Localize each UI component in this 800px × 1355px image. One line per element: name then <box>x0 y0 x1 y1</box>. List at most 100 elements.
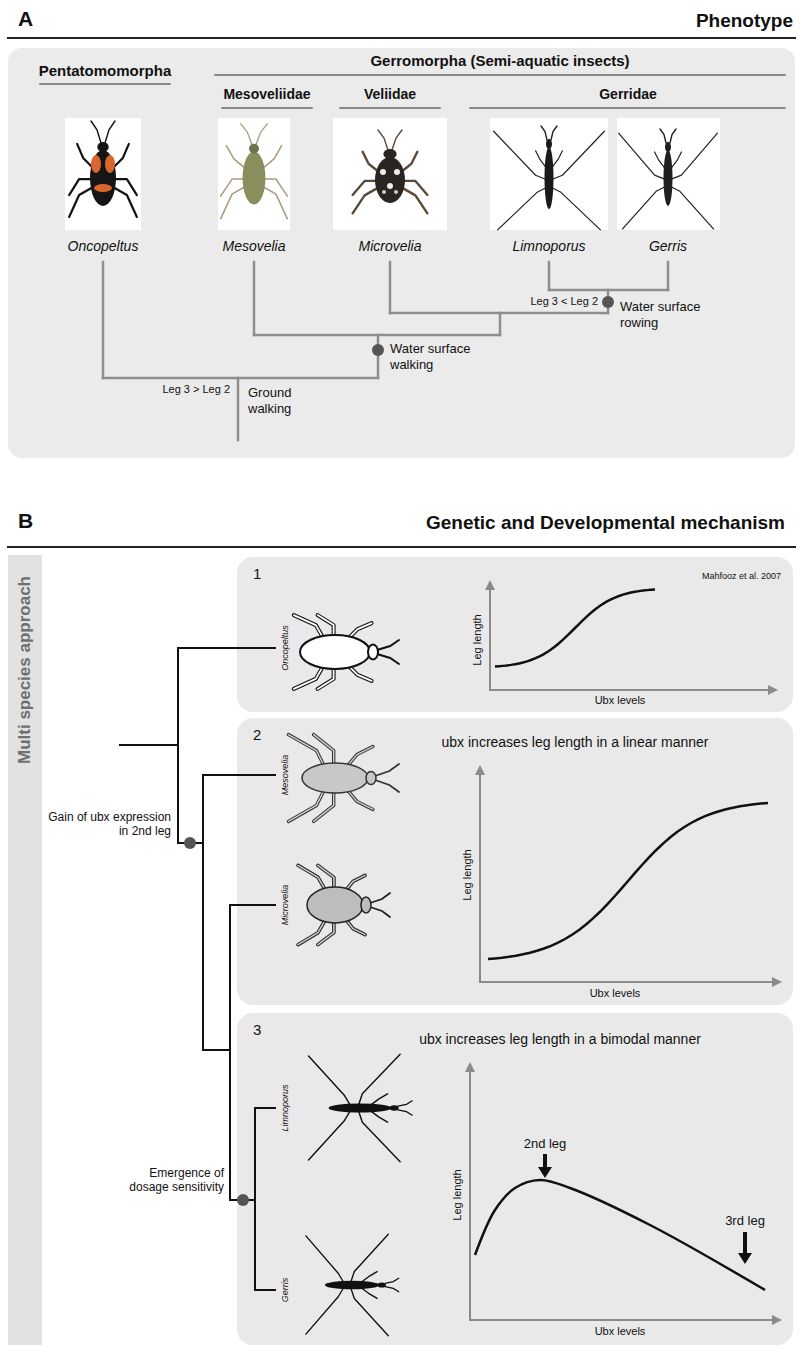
insect-leg <box>263 187 288 219</box>
insect-figure <box>353 130 428 213</box>
panel-heading: Phenotype <box>696 10 793 33</box>
family-name: Mesoveliidae <box>223 86 310 103</box>
insect-leg <box>288 735 324 767</box>
tree-branch <box>229 905 231 1200</box>
family-name: Gerridae <box>599 86 657 103</box>
graph-axis <box>469 1071 471 1320</box>
axis-arrowhead <box>465 1062 475 1072</box>
species-panel: 3ubx increases leg length in a bimodal m… <box>237 1013 793 1345</box>
response-curve <box>475 1180 765 1290</box>
panel-note: ubx increases leg length in a linear man… <box>442 734 709 751</box>
insect-head <box>361 897 371 913</box>
insect-leg <box>348 623 372 639</box>
insect-marking <box>105 155 115 173</box>
insect-figure <box>494 126 605 230</box>
clade-bracket <box>470 107 785 109</box>
insect-marking <box>94 184 112 192</box>
insect-leg <box>655 152 665 168</box>
insect-leg <box>309 1056 350 1105</box>
insect-antenna <box>670 129 676 143</box>
insect-leg <box>347 789 373 809</box>
panel-letter: B <box>18 508 33 533</box>
tree-branch <box>120 744 178 746</box>
photo-frame <box>218 118 290 230</box>
insect-body <box>307 887 363 923</box>
insect-marking <box>382 190 386 194</box>
insect-antenna <box>541 126 547 140</box>
insect-figure <box>306 1234 399 1336</box>
insect-leg <box>345 919 365 935</box>
insect-leg <box>318 919 334 945</box>
insect-leg <box>113 187 137 217</box>
clade-bracket <box>215 74 785 76</box>
insect-leg <box>671 133 717 179</box>
insect-leg <box>294 615 324 639</box>
photo-frame <box>617 118 720 230</box>
species-name: Gerris <box>280 1278 291 1303</box>
insect-leg <box>294 665 324 689</box>
insect-body <box>375 157 405 203</box>
axis-label: Leg length <box>451 1169 464 1220</box>
insect-body <box>243 151 266 204</box>
family-name: Veliidae <box>364 86 416 103</box>
insect-body <box>545 147 554 209</box>
insect-leg <box>294 615 324 639</box>
photo-frame <box>333 118 447 230</box>
insect-leg <box>362 1272 377 1282</box>
insect-figure <box>619 129 718 229</box>
graph-axis <box>490 689 769 691</box>
tree-branch <box>230 1199 255 1201</box>
photo-frame <box>490 118 608 230</box>
response-curve <box>488 803 768 959</box>
insect-leg <box>306 1236 343 1282</box>
insect-leg <box>401 187 427 213</box>
side-band: Multi species approach <box>8 555 42 1345</box>
tree-branch <box>102 262 105 378</box>
pointer-arrow <box>543 1156 547 1168</box>
insect-body <box>325 1281 379 1290</box>
tree-branch <box>389 262 392 313</box>
insect-leg <box>69 187 93 217</box>
insect-figure <box>69 121 137 217</box>
insect-leg <box>113 179 137 195</box>
tree-branch <box>103 377 378 380</box>
panel-letter: A <box>18 6 33 31</box>
panel-heading: Genetic and Developmental mechanism <box>426 512 785 535</box>
axis-label: Ubx levels <box>590 987 641 1000</box>
insect-leg <box>77 144 93 168</box>
insect-leg <box>347 747 373 767</box>
graph-axis <box>489 589 491 690</box>
insect-antenna <box>551 126 557 140</box>
insect-antenna <box>256 124 267 145</box>
axis-arrowhead <box>772 1315 782 1325</box>
insect-head <box>249 144 259 154</box>
graph-axis <box>480 981 773 983</box>
insect-leg <box>113 144 129 168</box>
axis-arrowhead <box>768 685 778 695</box>
insect-leg <box>536 151 546 167</box>
node-dot <box>237 1194 249 1206</box>
insect-leg <box>371 1111 387 1122</box>
insect-leg <box>221 179 246 196</box>
species-name: Mesovelia <box>222 238 285 255</box>
insect-leg <box>348 665 372 681</box>
insect-body <box>300 635 370 669</box>
photo-frame <box>65 118 141 230</box>
clade-bracket <box>340 107 440 109</box>
insect-leg <box>359 1054 400 1104</box>
insect-leg <box>362 1288 377 1298</box>
clade-bracket <box>222 107 312 109</box>
clade-bracket <box>40 83 170 85</box>
header-rule <box>8 37 795 39</box>
axis-arrowhead <box>475 765 485 775</box>
insect-antenna <box>385 1278 399 1283</box>
insect-leg <box>318 865 334 891</box>
panel-number: 1 <box>253 565 261 583</box>
panel-number: 3 <box>253 1021 261 1039</box>
tree-branch <box>548 262 551 290</box>
insect-leg <box>498 188 546 230</box>
citation: Mahfooz et al. 2007 <box>702 571 781 582</box>
insect-marking <box>394 169 400 175</box>
graph-axis <box>470 1319 773 1321</box>
insect-leg <box>351 1288 388 1336</box>
